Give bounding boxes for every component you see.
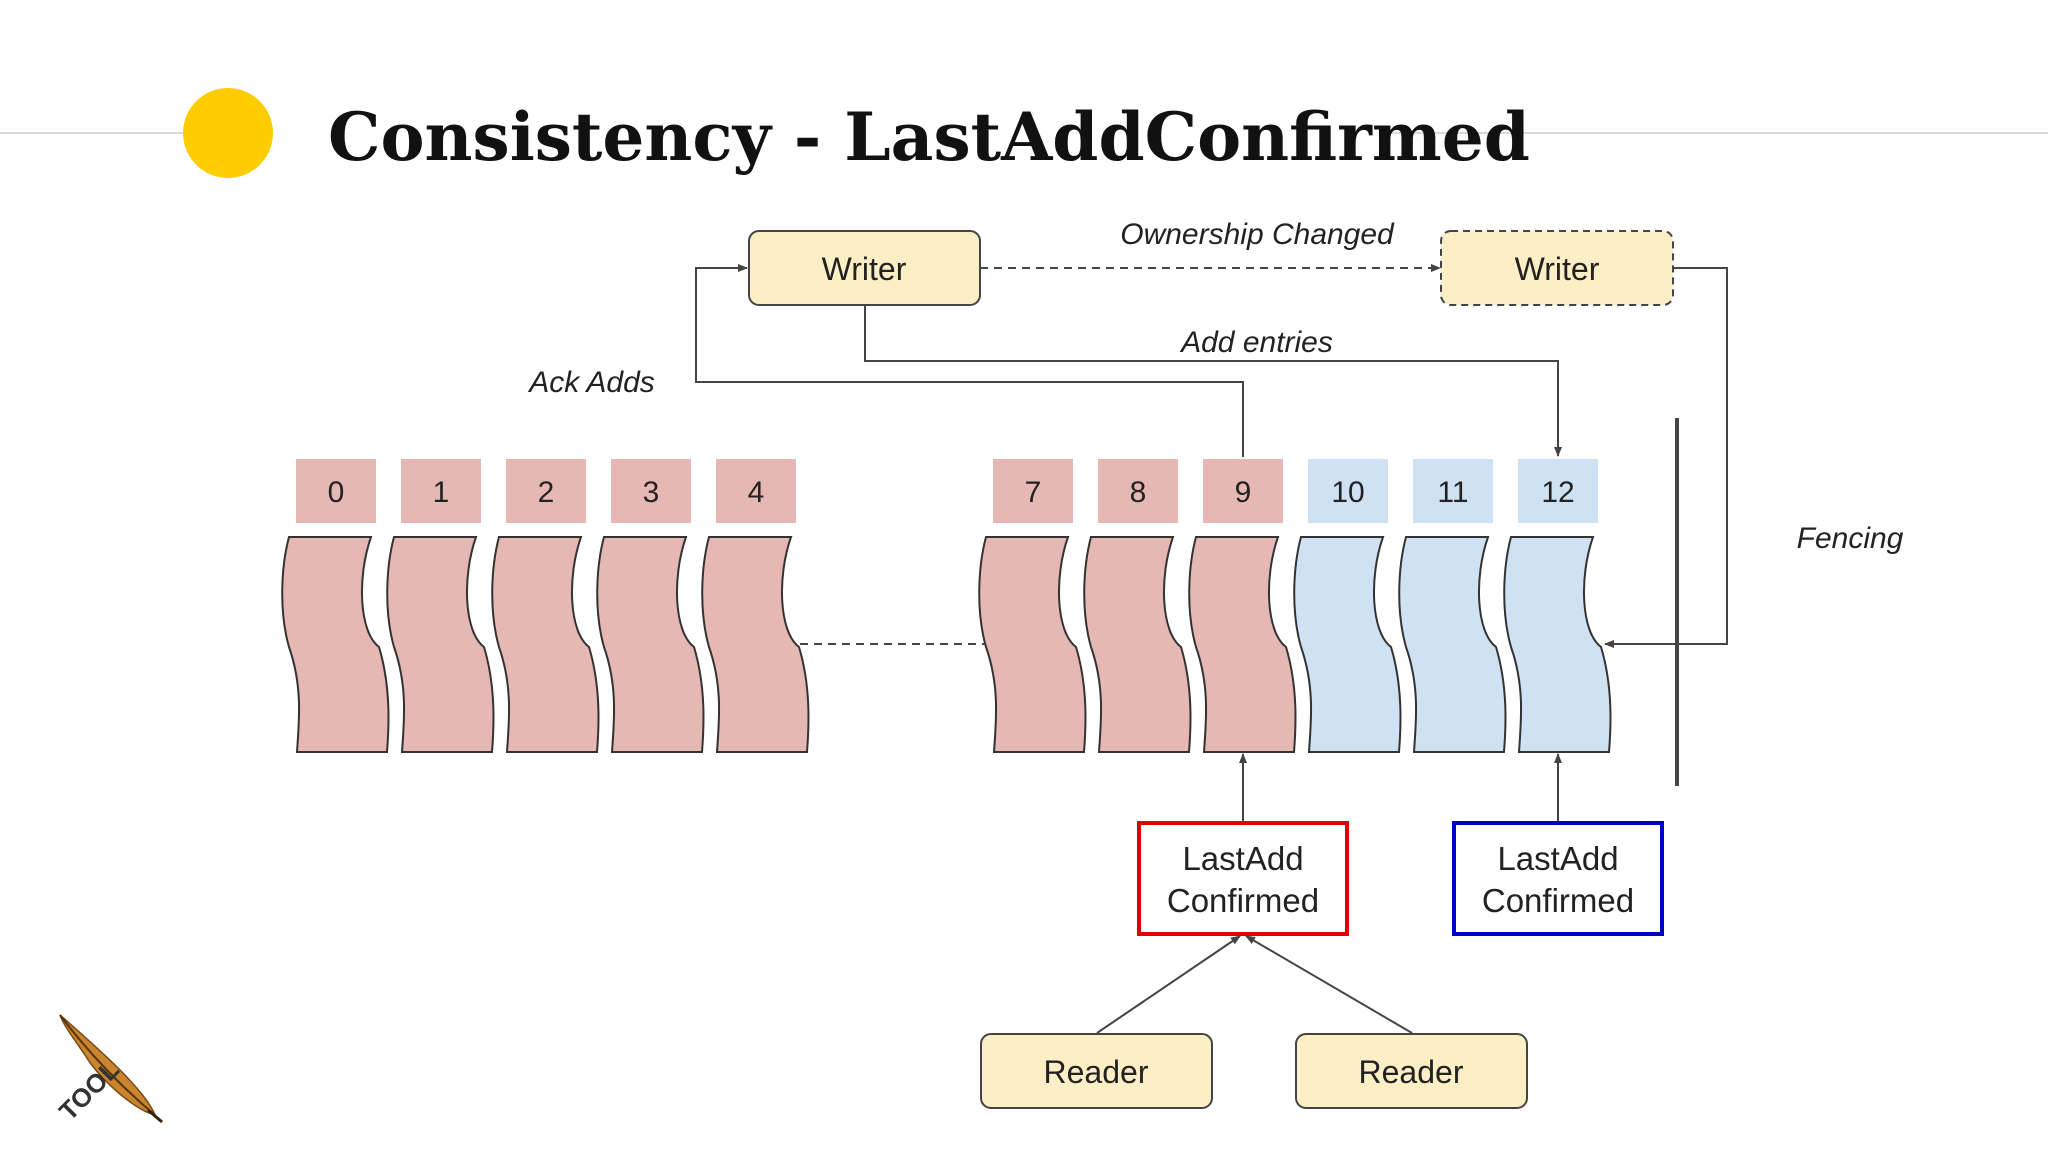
entry-id-label: 12 bbox=[1541, 476, 1574, 509]
writer-old-node: Writer bbox=[748, 230, 981, 306]
entry-id-tag bbox=[1098, 459, 1178, 523]
entry-id-label: 0 bbox=[328, 476, 345, 509]
lac-red-box: LastAdd Confirmed bbox=[1137, 821, 1349, 936]
ledger-entry: 0 bbox=[281, 459, 390, 753]
entry-segment bbox=[596, 536, 705, 753]
ledger-entry: 12 bbox=[1503, 459, 1612, 753]
entry-id-label: 10 bbox=[1331, 476, 1364, 509]
entry-id-tag bbox=[1413, 459, 1493, 523]
entry-segment bbox=[978, 536, 1087, 753]
add-entries-arrow bbox=[864, 305, 1562, 457]
ledger-entry: 9 bbox=[1188, 459, 1297, 753]
entry-id-tag bbox=[296, 459, 376, 523]
add-entries-label: Add entries bbox=[1179, 326, 1333, 359]
entry-id-tag bbox=[506, 459, 586, 523]
accent-dot bbox=[183, 88, 273, 178]
reader-left-arrow bbox=[1096, 935, 1241, 1034]
reader-right-node: Reader bbox=[1295, 1033, 1528, 1109]
ledger-entry: 10 bbox=[1293, 459, 1402, 753]
entry-id-tag bbox=[1203, 459, 1283, 523]
fencing-arrow bbox=[1604, 267, 1728, 648]
entry-segment bbox=[1293, 536, 1402, 753]
entry-id-label: 1 bbox=[433, 476, 450, 509]
entry-id-label: 9 bbox=[1235, 476, 1252, 509]
entry-id-tag bbox=[401, 459, 481, 523]
entry-id-tag bbox=[611, 459, 691, 523]
ledger-entry: 11 bbox=[1398, 459, 1507, 753]
ledger-entry: 3 bbox=[596, 459, 705, 753]
entry-id-label: 8 bbox=[1130, 476, 1147, 509]
logo-text: TOOL bbox=[53, 1054, 125, 1126]
entry-segment bbox=[1503, 536, 1612, 753]
fencing-label: Fencing bbox=[1797, 522, 1904, 555]
writer-new-node: Writer bbox=[1440, 230, 1674, 306]
lac-blue-line2: Confirmed bbox=[1482, 882, 1634, 919]
ownership-label: Ownership Changed bbox=[1120, 218, 1395, 251]
ledger-entry: 4 bbox=[701, 459, 810, 753]
page-title: Consistency - LastAddConfirmed bbox=[328, 98, 1530, 176]
entry-segment bbox=[701, 536, 810, 753]
entry-segment bbox=[386, 536, 495, 753]
writer-new-label: Writer bbox=[1515, 251, 1600, 287]
entry-segment bbox=[1398, 536, 1507, 753]
lac-blue-line1: LastAdd bbox=[1497, 840, 1618, 877]
ledger-entry: 2 bbox=[491, 459, 600, 753]
entry-id-label: 7 bbox=[1025, 476, 1042, 509]
ledger-entry: 1 bbox=[386, 459, 495, 753]
entry-id-tag bbox=[716, 459, 796, 523]
entry-segment bbox=[281, 536, 390, 753]
entry-id-label: 4 bbox=[748, 476, 765, 509]
lac-red-line2: Confirmed bbox=[1167, 882, 1319, 919]
lac-red-line1: LastAdd bbox=[1182, 840, 1303, 877]
reader-left-node: Reader bbox=[980, 1033, 1213, 1109]
entry-id-tag bbox=[993, 459, 1073, 523]
entry-id-label: 3 bbox=[643, 476, 660, 509]
entry-id-tag bbox=[1308, 459, 1388, 523]
reader-right-arrow bbox=[1245, 935, 1413, 1034]
entry-segment bbox=[491, 536, 600, 753]
entry-id-tag bbox=[1518, 459, 1598, 523]
feather-icon: TOOL bbox=[53, 1014, 163, 1126]
lac-blue-box: LastAdd Confirmed bbox=[1452, 821, 1664, 936]
reader-right-label: Reader bbox=[1359, 1054, 1464, 1090]
writer-old-label: Writer bbox=[822, 251, 907, 287]
ledger-entry: 8 bbox=[1083, 459, 1192, 753]
ledger-entry: 7 bbox=[978, 459, 1087, 753]
ack-adds-arrow bbox=[695, 264, 1244, 457]
ack-adds-label: Ack Adds bbox=[527, 366, 655, 399]
entry-segment bbox=[1188, 536, 1297, 753]
entry-id-label: 11 bbox=[1437, 476, 1468, 509]
reader-left-label: Reader bbox=[1044, 1054, 1149, 1090]
entry-segment bbox=[1083, 536, 1192, 753]
entry-id-label: 2 bbox=[538, 476, 555, 509]
